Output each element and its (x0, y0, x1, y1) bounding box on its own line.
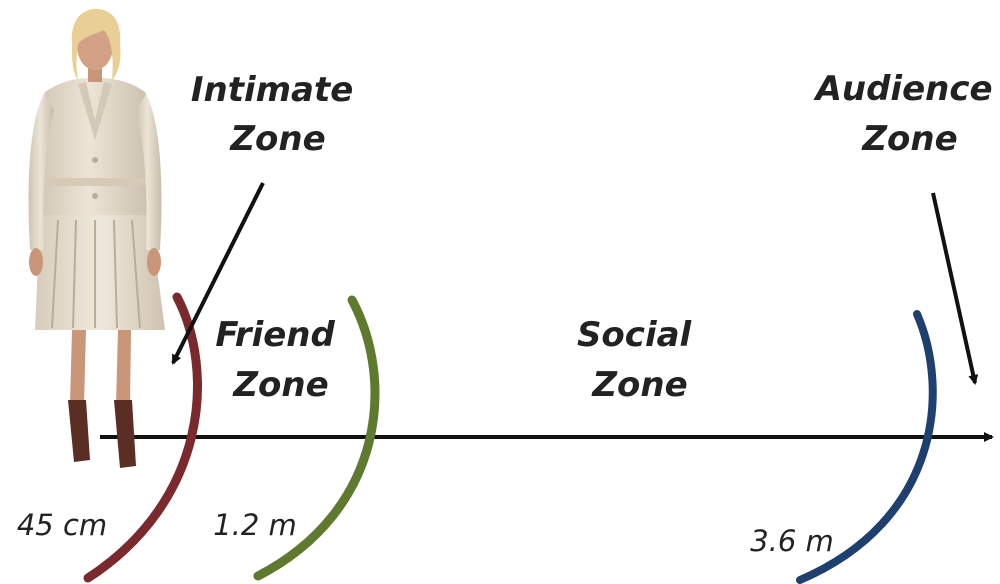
friend-distance-label: 1.2 m (213, 508, 297, 542)
intimate-zone-label: Intimate Zone (191, 70, 365, 159)
intimate-zone-pointer-arrow (171, 182, 265, 365)
friend-zone-boundary (253, 295, 380, 581)
social-zone-boundary (796, 310, 937, 584)
intimate-distance-label: 45 cm (17, 508, 107, 542)
audience-zone-pointer-arrow (931, 192, 979, 385)
friend-zone-label: Friend Zone (215, 315, 346, 405)
social-zone-label: Social Zone (577, 315, 703, 405)
audience-zone-label: Audience Zone (813, 69, 1000, 159)
woman-figure-icon (28, 8, 165, 468)
social-distance-label: 3.6 m (750, 524, 834, 558)
